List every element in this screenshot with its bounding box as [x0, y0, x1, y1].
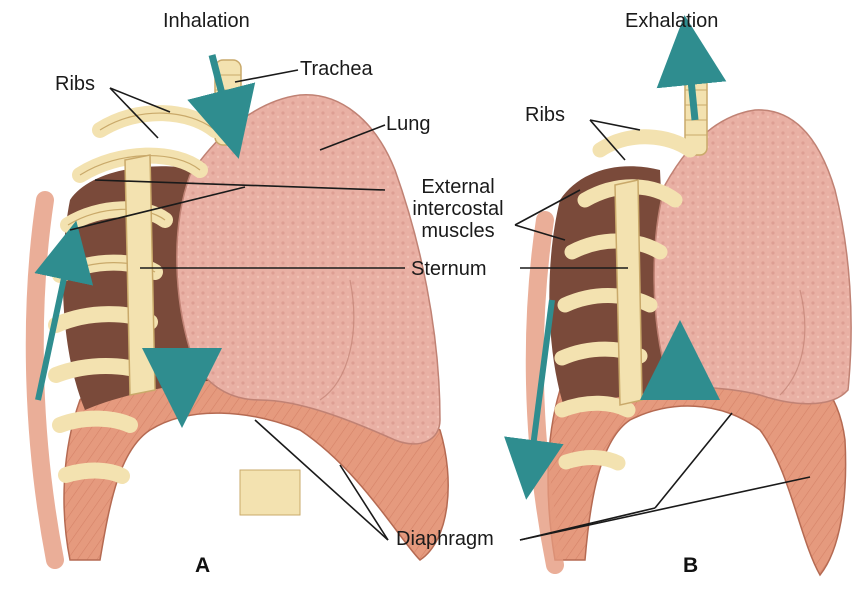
sternum-label: Sternum [411, 258, 487, 280]
external-label-line3: muscles [398, 220, 518, 242]
external-intercostal-label: External intercostal muscles [398, 176, 518, 242]
ribs-label-b: Ribs [525, 104, 565, 126]
ribs-label-a: Ribs [55, 73, 95, 95]
sternum-b [615, 180, 642, 405]
lung-label: Lung [386, 113, 431, 135]
panel-a-title: Inhalation [163, 10, 250, 32]
external-label-line1: External [398, 176, 518, 198]
panel-b-title: Exhalation [625, 10, 718, 32]
panel-a-letter: A [195, 554, 210, 578]
diaphragm-label: Diaphragm [396, 528, 494, 550]
panel-b-illustration [530, 50, 851, 575]
trachea-label: Trachea [300, 58, 373, 80]
external-label-line2: intercostal [398, 198, 518, 220]
sternum-a [125, 155, 155, 395]
panel-b-letter: B [683, 554, 698, 578]
